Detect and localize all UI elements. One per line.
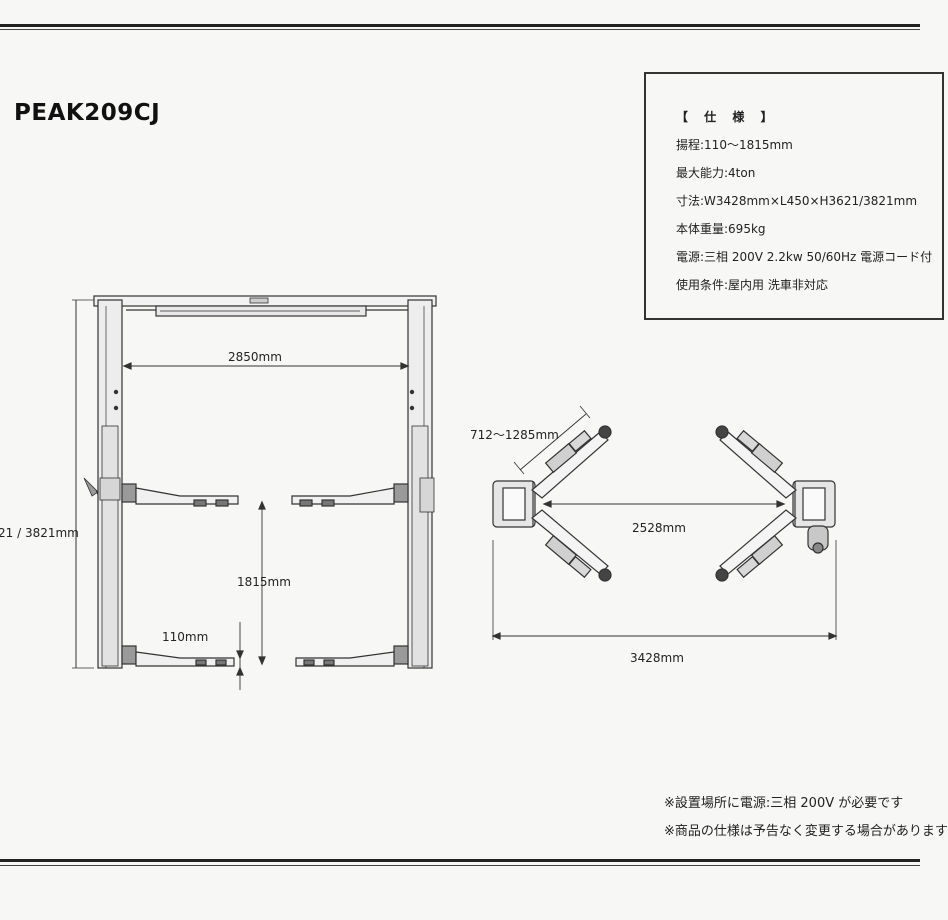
note-spec-change: ※商品の仕様は予告なく変更する場合があります bbox=[664, 824, 948, 839]
model-title: PEAK209CJ bbox=[14, 100, 161, 126]
min-height-label: 110mm bbox=[162, 630, 208, 644]
lift-drawing: 2850mm 21 / 3821mm 1815mm 110mm 712〜1285… bbox=[0, 295, 838, 690]
note-power: ※設置場所に電源:三相 200V が必要です bbox=[664, 796, 904, 811]
inner-width-label: 2850mm bbox=[228, 350, 282, 364]
spec-weight: 本体重量:695kg bbox=[676, 222, 766, 236]
top-view bbox=[491, 405, 838, 640]
spec-lift-range: 揚程:110〜1815mm bbox=[676, 138, 793, 152]
arm-span-label: 2528mm bbox=[632, 521, 686, 535]
spec-capacity: 最大能力:4ton bbox=[676, 166, 756, 180]
total-width-label: 3428mm bbox=[630, 651, 684, 665]
height-label: 21 / 3821mm bbox=[0, 526, 79, 540]
spec-power: 電源:三相 200V 2.2kw 50/60Hz 電源コード付 bbox=[676, 250, 933, 264]
top-border bbox=[0, 24, 920, 30]
front-view bbox=[72, 295, 437, 690]
lift-height-label: 1815mm bbox=[237, 575, 291, 589]
spec-box bbox=[644, 72, 944, 320]
spec-heading: 【 仕 様 】 bbox=[676, 110, 779, 124]
spec-conditions: 使用条件:屋内用 洗車非対応 bbox=[676, 278, 828, 292]
arm-reach-label: 712〜1285mm bbox=[470, 428, 559, 442]
bottom-border bbox=[0, 859, 920, 866]
spec-dimensions: 寸法:W3428mm×L450×H3621/3821mm bbox=[676, 194, 918, 208]
